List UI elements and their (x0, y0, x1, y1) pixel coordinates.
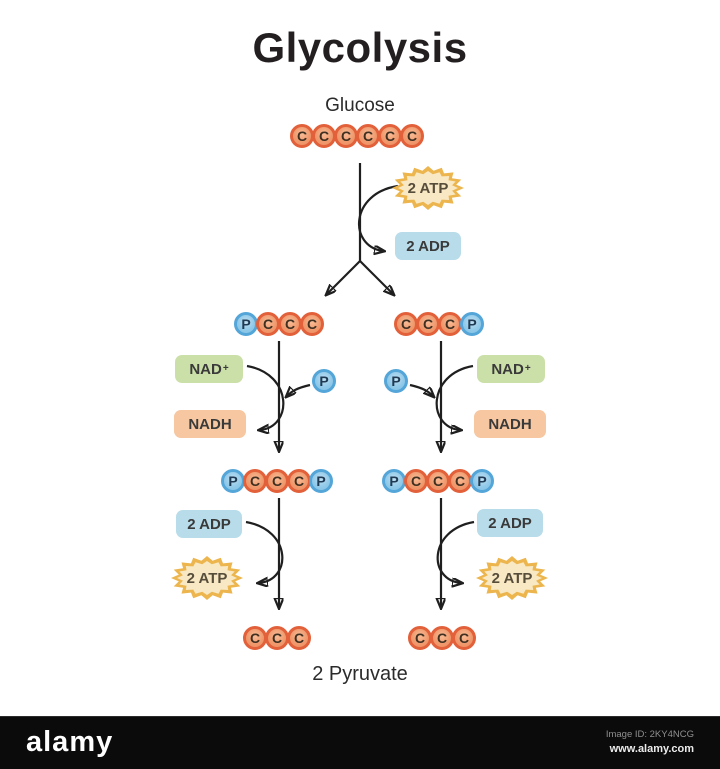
phosphate-circle: P (382, 469, 406, 493)
phosphate-circle-right: P (384, 369, 408, 393)
atp-burst-left: 2 ATP (170, 555, 244, 601)
arrow-phosphate-right (409, 383, 433, 396)
arrow-nad-nadh-left (246, 364, 285, 430)
phosphate-circle: P (234, 312, 258, 336)
carbon-circle: C (256, 312, 280, 336)
carbon-circle: C (452, 626, 476, 650)
carbon-circle: C (334, 124, 358, 148)
carbon-circle: C (430, 626, 454, 650)
arrow-phosphate-left (287, 383, 311, 396)
watermark-info: Image ID: 2KY4NCG www.alamy.com (606, 729, 694, 757)
adp-pill-right: 2 ADP (477, 509, 543, 537)
phosphate-circle: P (470, 469, 494, 493)
atp-payoff-label: 2 ATP (491, 569, 533, 587)
carbon-circle: C (278, 312, 302, 336)
carbon-circle: C (312, 124, 336, 148)
carbon-circle: C (394, 312, 418, 336)
carbon-circle: C (426, 469, 450, 493)
carbon-circle: C (378, 124, 402, 148)
phosphate-circle-left: P (312, 369, 336, 393)
carbon-circle: C (400, 124, 424, 148)
carbon-circle: C (265, 626, 289, 650)
nad-plus-pill-right: NAD+ (477, 355, 545, 383)
phosphate-circle: P (460, 312, 484, 336)
carbon-circle: C (290, 124, 314, 148)
carbon-circle: C (287, 626, 311, 650)
image-id-text: Image ID: 2KY4NCG (605, 729, 694, 740)
carbon-circle: C (287, 469, 311, 493)
pyruvate-label: 2 Pyruvate (312, 663, 408, 685)
atp-payoff-label: 2 ATP (186, 569, 228, 587)
nad-plus-pill-left: NAD+ (175, 355, 243, 383)
nadh-pill-left: NADH (174, 410, 246, 438)
carbon-circle: C (404, 469, 428, 493)
arrow-adp-atp-right (436, 520, 475, 583)
carbon-circle: C (243, 469, 267, 493)
phosphate-circle: P (221, 469, 245, 493)
arrow-split-right (359, 260, 393, 294)
adp-pill-top: 2 ADP (395, 232, 461, 260)
nadh-pill-right: NADH (474, 410, 546, 438)
atp-burst-right: 2 ATP (475, 555, 549, 601)
watermark-bar: alamy Image ID: 2KY4NCG www.alamy.com (0, 716, 720, 769)
adp-pill-left: 2 ADP (176, 510, 242, 538)
arrow-atp-adp-coupling-top (358, 184, 399, 251)
carbon-circle: C (356, 124, 380, 148)
atp-burst-top: 2 ATP (391, 165, 465, 211)
page-title: Glycolysis (252, 24, 468, 71)
arrow-nad-nadh-right (435, 364, 474, 430)
carbon-circle: C (300, 312, 324, 336)
website-text: www.alamy.com (609, 742, 694, 755)
carbon-circle: C (448, 469, 472, 493)
glucose-label: Glucose (325, 95, 395, 116)
carbon-circle: C (416, 312, 440, 336)
atp-invest-label: 2 ATP (407, 179, 449, 197)
carbon-circle: C (265, 469, 289, 493)
carbon-circle: C (408, 626, 432, 650)
carbon-circle: C (438, 312, 462, 336)
arrow-adp-atp-left (245, 520, 284, 583)
arrow-split-left (327, 260, 361, 294)
alamy-logo: alamy (26, 726, 114, 758)
phosphate-circle: P (309, 469, 333, 493)
carbon-circle: C (243, 626, 267, 650)
